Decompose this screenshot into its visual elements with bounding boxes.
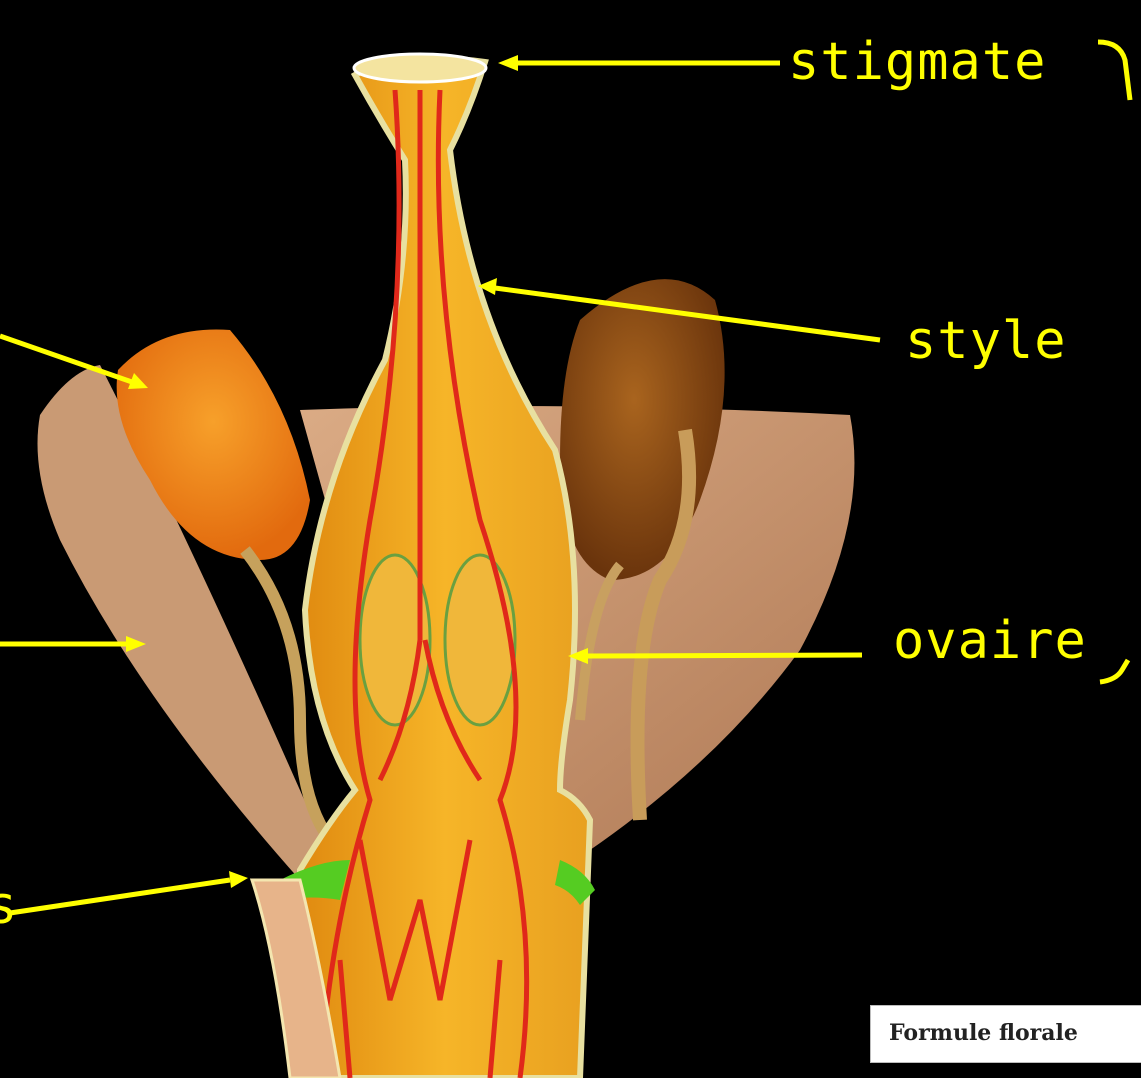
arrow-stigmate <box>498 55 780 71</box>
ovule-right <box>445 555 515 725</box>
label-partial-left: s <box>0 880 18 932</box>
formule-florale-text: Formule florale <box>889 1020 1078 1046</box>
pistil <box>300 58 590 1078</box>
arrow-sepal <box>10 871 248 913</box>
label-stigmate: stigmate <box>788 36 1046 88</box>
formule-florale-box: Formule florale <box>870 1005 1141 1063</box>
stigma-top <box>354 54 486 82</box>
label-style: style <box>905 315 1067 367</box>
pistil-bracket <box>1098 42 1130 682</box>
label-ovaire: ovaire <box>893 615 1087 667</box>
